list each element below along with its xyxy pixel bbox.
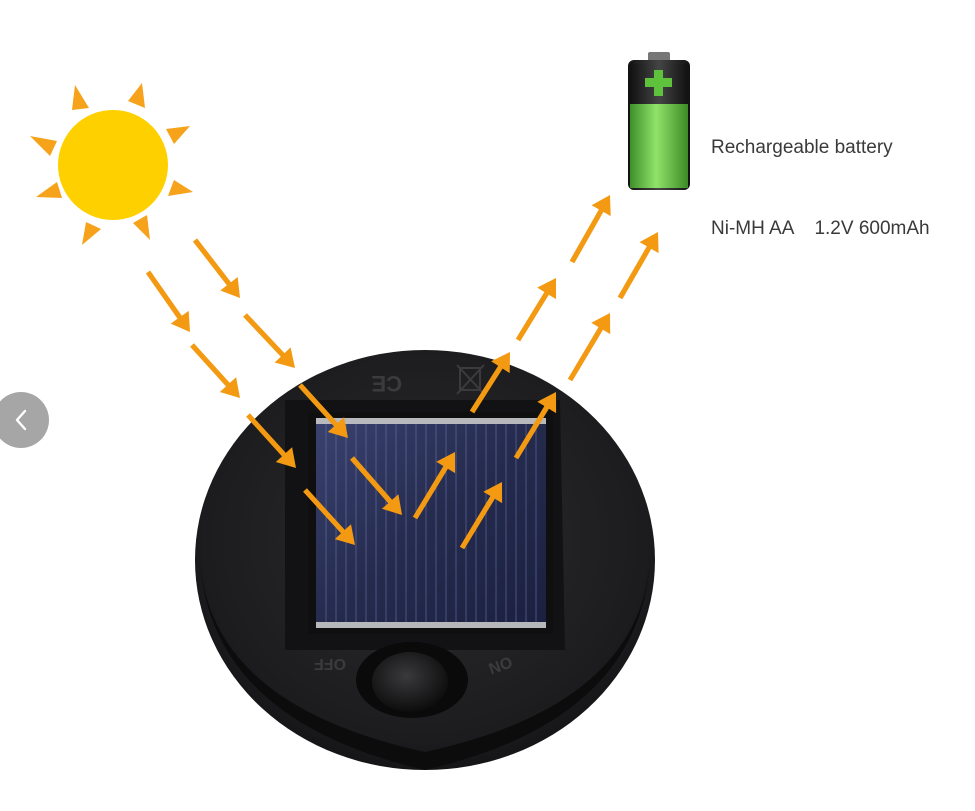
arrow: [350, 456, 402, 515]
arrow: [192, 238, 240, 298]
arrow: [412, 452, 456, 520]
arrow: [246, 413, 296, 468]
battery-caption: Rechargeable battery Ni-MH AA 1.2V 600mA…: [711, 80, 930, 296]
previous-image-button[interactable]: [0, 392, 49, 448]
sun-icon: [30, 83, 193, 245]
arrow: [617, 232, 659, 300]
power-switch: [356, 642, 468, 718]
arrow: [243, 313, 295, 368]
battery-icon: [628, 52, 690, 190]
solar-panel: [308, 412, 553, 634]
arrow: [469, 352, 510, 414]
arrow: [303, 488, 355, 545]
battery-caption-line2: Ni-MH AA 1.2V 600mAh: [711, 218, 930, 239]
arrow: [515, 278, 556, 342]
arrow: [459, 482, 503, 550]
chevron-left-icon: [15, 409, 27, 431]
battery-caption-line1: Rechargeable battery: [711, 137, 893, 158]
switch-label-off: OFF: [314, 655, 346, 672]
arrow: [145, 270, 190, 332]
sunlight-arrows: [145, 238, 402, 545]
arrow: [569, 195, 611, 264]
svg-text:CE: CE: [371, 371, 402, 396]
arrow: [298, 383, 348, 438]
arrow: [567, 313, 611, 382]
arrow: [190, 343, 240, 398]
arrow: [513, 392, 557, 460]
charge-arrows: [412, 195, 659, 550]
